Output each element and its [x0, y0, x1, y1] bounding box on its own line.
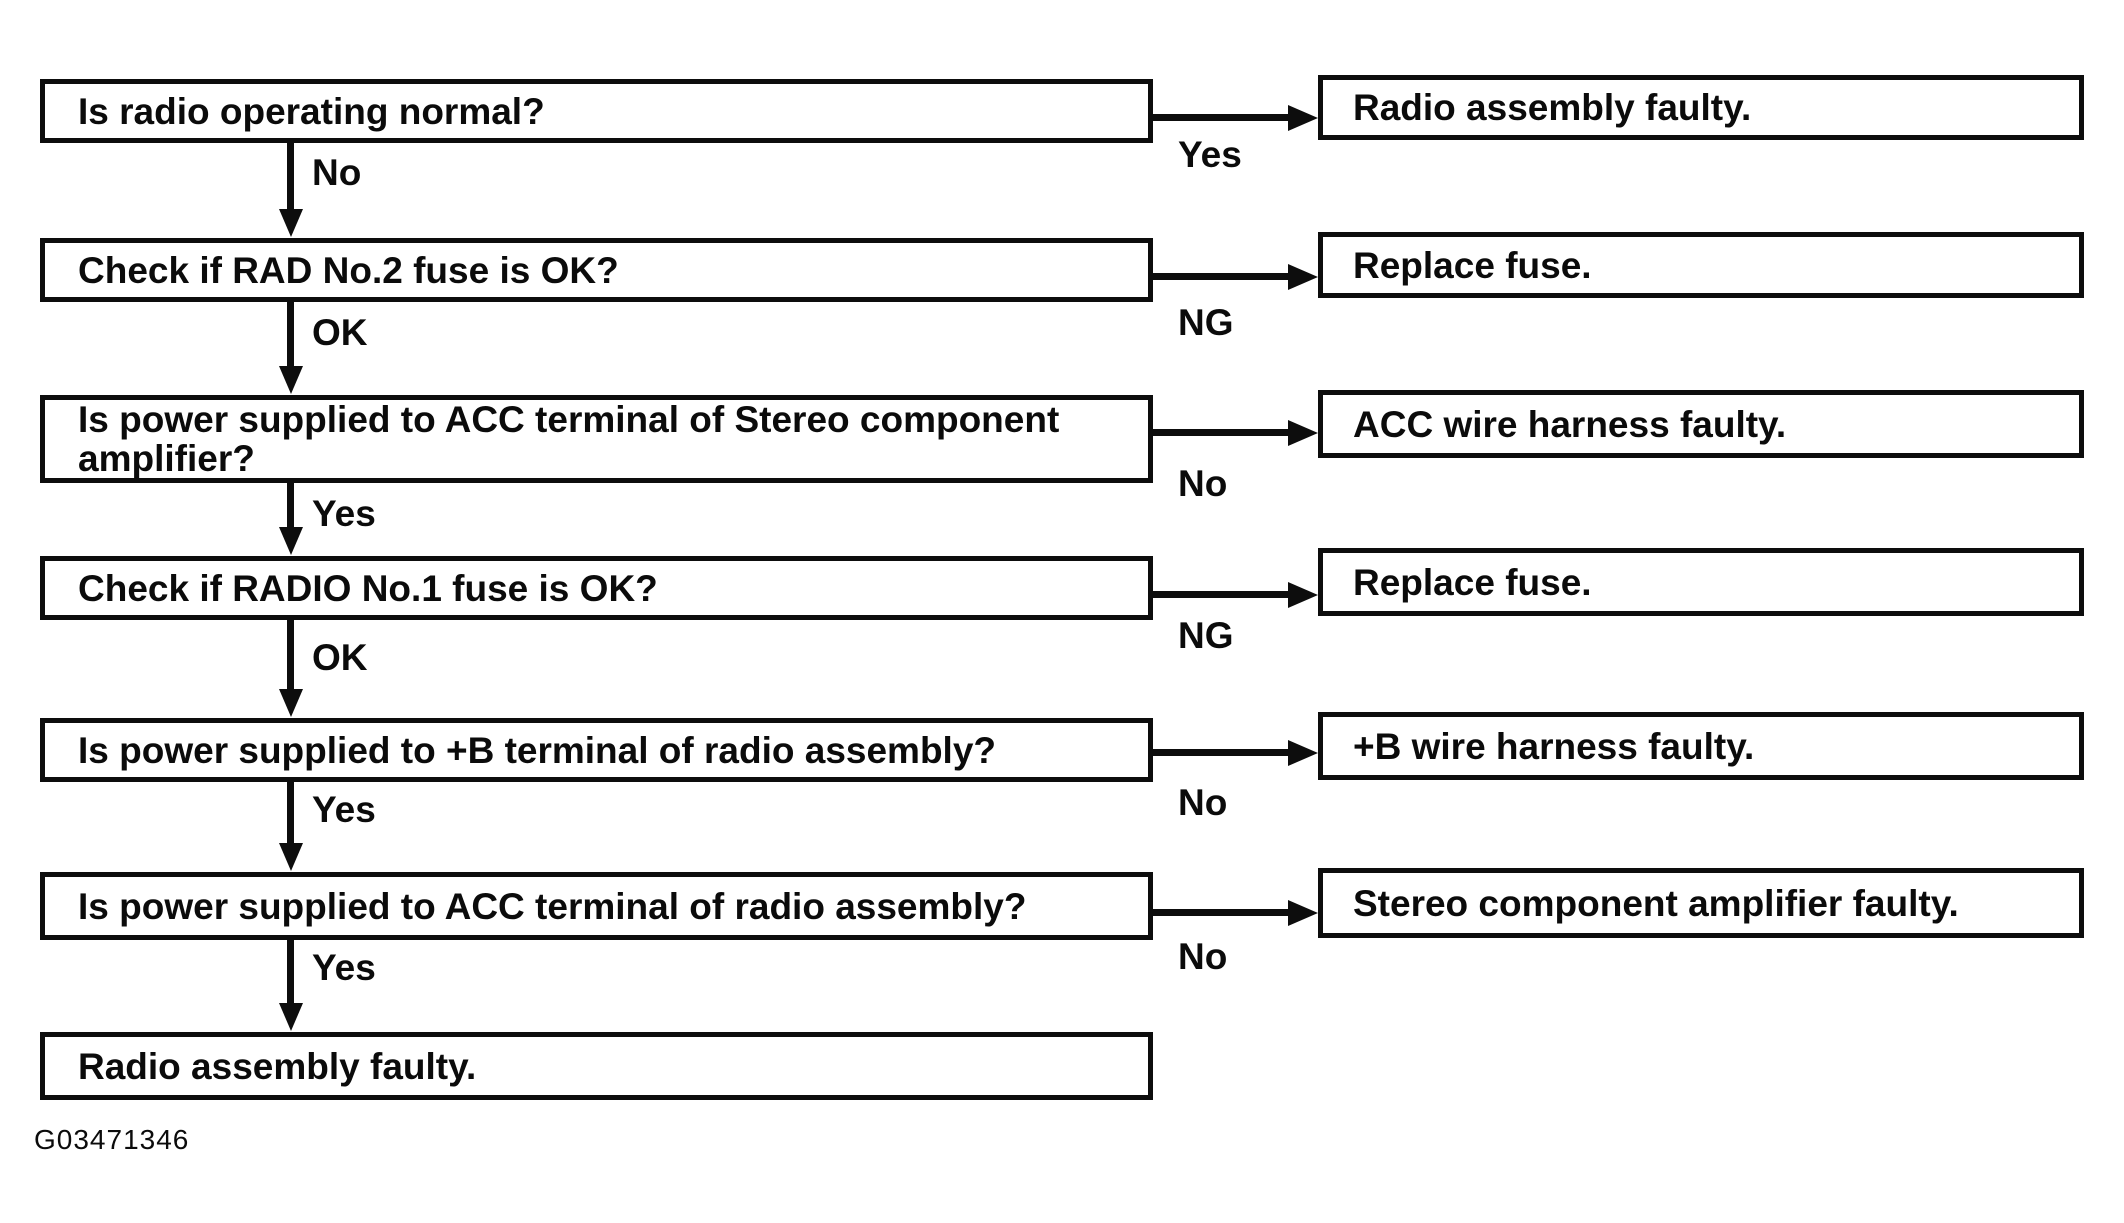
down-arrow-label-5: Yes [312, 789, 376, 830]
result-box-3: ACC wire harness faulty. [1318, 390, 2084, 458]
figure-code: G03471346 [34, 1124, 190, 1155]
right-arrow-icon-5 [1150, 749, 1288, 756]
result-box-4-text: Replace fuse. [1353, 561, 1592, 603]
question-box-3-text-line2: amplifier? [78, 438, 255, 479]
right-arrow-icon-2 [1150, 273, 1288, 280]
question-box-5-text: Is power supplied to +B terminal of radi… [78, 729, 997, 771]
right-arrow-label-1: Yes [1178, 134, 1242, 175]
result-box-1: Radio assembly faulty. [1318, 75, 2084, 140]
down-arrow-label-2: OK [312, 312, 368, 353]
right-arrow-icon-6 [1150, 909, 1288, 916]
down-arrow-label-3: Yes [312, 493, 376, 534]
right-arrow-icon-1 [1150, 114, 1288, 121]
right-arrow-label-2: NG [1178, 302, 1234, 343]
down-arrow-label-1: No [312, 152, 362, 193]
question-box-4: Check if RADIO No.1 fuse is OK? [40, 556, 1153, 620]
result-box-4: Replace fuse. [1318, 548, 2084, 616]
down-arrow-icon-6 [287, 940, 294, 1004]
result-box-6: Stereo component amplifier faulty. [1318, 868, 2084, 938]
down-arrow-icon-5 [287, 782, 294, 844]
down-arrow-icon-2 [287, 302, 294, 367]
result-box-2-text: Replace fuse. [1353, 244, 1592, 286]
right-arrow-label-4: NG [1178, 615, 1234, 656]
down-arrow-label-4: OK [312, 637, 368, 678]
question-box-5: Is power supplied to +B terminal of radi… [40, 718, 1153, 782]
right-arrow-label-5: No [1178, 782, 1228, 823]
right-arrow-label-6: No [1178, 936, 1228, 977]
result-box-3-text: ACC wire harness faulty. [1353, 403, 1787, 445]
question-box-3-text-line1: Is power supplied to ACC terminal of Ste… [78, 399, 1060, 440]
result-box-2: Replace fuse. [1318, 232, 2084, 298]
final-box: Radio assembly faulty. [40, 1032, 1153, 1100]
question-box-2-text: Check if RAD No.2 fuse is OK? [78, 249, 619, 291]
down-arrow-icon-4 [287, 620, 294, 690]
question-box-4-text: Check if RADIO No.1 fuse is OK? [78, 567, 658, 609]
question-box-6: Is power supplied to ACC terminal of rad… [40, 872, 1153, 940]
result-box-5-text: +B wire harness faulty. [1353, 725, 1755, 767]
down-arrow-icon-1 [287, 143, 294, 210]
right-arrow-icon-4 [1150, 591, 1288, 598]
down-arrow-icon-3 [287, 483, 294, 528]
question-box-1: Is radio operating normal? [40, 79, 1153, 143]
right-arrow-icon-3 [1150, 429, 1288, 436]
result-box-1-text: Radio assembly faulty. [1353, 87, 1752, 128]
final-box-text: Radio assembly faulty. [78, 1045, 477, 1087]
result-box-6-text: Stereo component amplifier faulty. [1353, 882, 1959, 924]
question-box-6-text: Is power supplied to ACC terminal of rad… [78, 885, 1027, 927]
question-box-2: Check if RAD No.2 fuse is OK? [40, 238, 1153, 302]
right-arrow-label-3: No [1178, 463, 1228, 504]
down-arrow-label-6: Yes [312, 947, 376, 988]
question-box-3: Is power supplied to ACC terminal of Ste… [40, 395, 1153, 483]
result-box-5: +B wire harness faulty. [1318, 712, 2084, 780]
question-box-1-text: Is radio operating normal? [78, 90, 545, 132]
